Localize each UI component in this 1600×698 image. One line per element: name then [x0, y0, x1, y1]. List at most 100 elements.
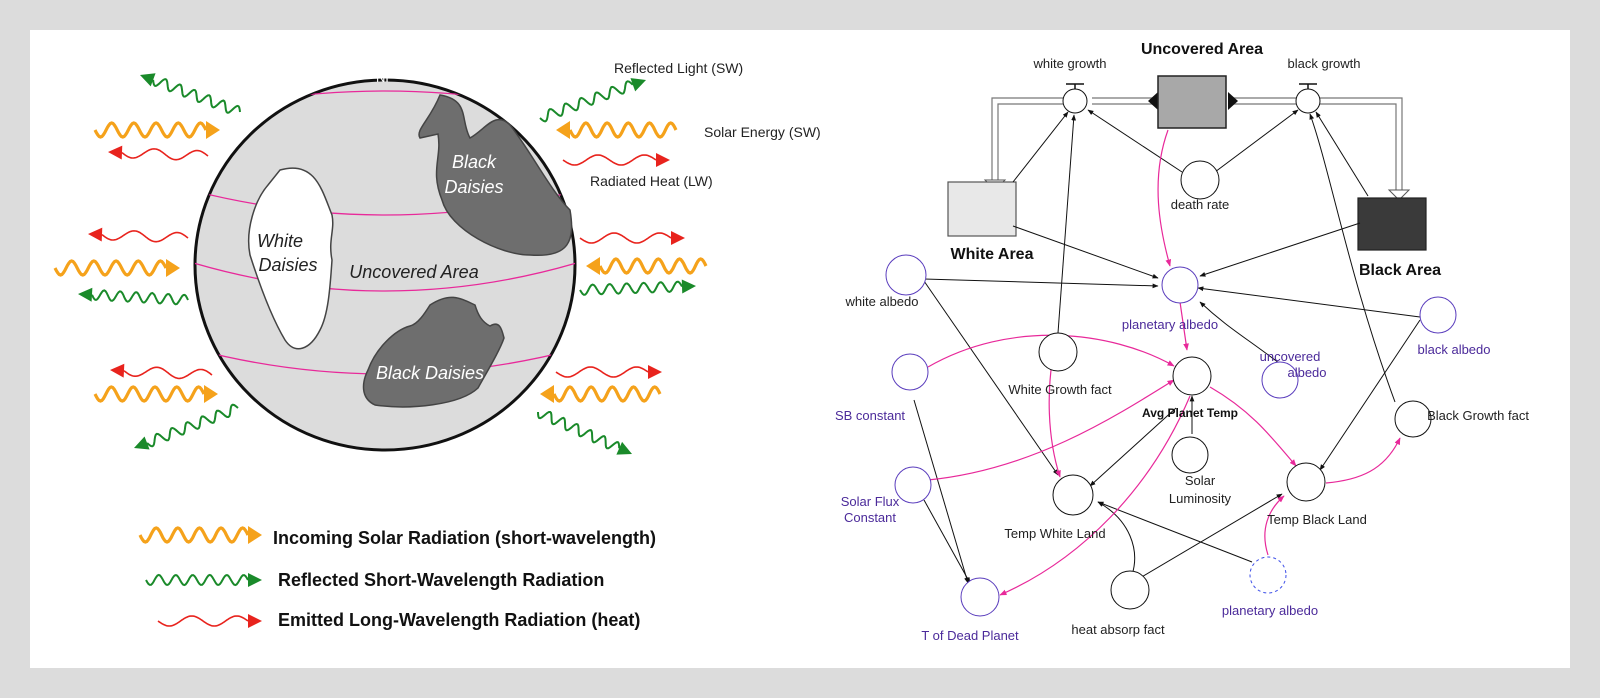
uncovered-area-label: Uncovered Area: [349, 262, 478, 282]
planetary-albedo-label: planetary albedo: [1122, 317, 1218, 332]
white-growth-label: white growth: [1033, 56, 1107, 71]
left-emitted-1-arrowhead: [108, 145, 123, 160]
right-emitted-2-arrowhead: [671, 231, 685, 245]
black-growth-fact-label: Black Growth fact: [1427, 408, 1529, 423]
right-reflected-2-wave: [579, 280, 683, 296]
legend-emitted-label: Emitted Long-Wavelength Radiation (heat): [278, 610, 640, 630]
black-daisies-top-label-1: Black: [452, 152, 497, 172]
valve-arrow-left: [1148, 92, 1158, 110]
radiation-arrows: [53, 73, 708, 455]
black-area-label: Black Area: [1359, 262, 1441, 279]
legend-incoming-arrowhead: [248, 526, 262, 544]
left-emitted-2-arrowhead: [88, 227, 103, 242]
death-rate-aux: [1180, 160, 1220, 200]
sb-constant-aux: [891, 353, 929, 391]
uncovered-area-stock: [1157, 75, 1227, 129]
black-area-stock: [1357, 197, 1427, 251]
solar-flux-aux: [894, 466, 932, 504]
legend-reflected-label: Reflected Short-Wavelength Radiation: [278, 570, 604, 590]
planetary-albedo-ghost-label: planetary albedo: [1222, 603, 1318, 618]
right-reflected-1-wave: [539, 80, 634, 123]
left-reflected-3-arrowhead: [134, 436, 150, 450]
legend-arrows: [138, 526, 262, 628]
right-emitted-1-wave: [562, 154, 657, 166]
t-dead-planet-aux: [960, 577, 1000, 617]
legend-reflected-arrowhead: [248, 573, 262, 587]
left-incoming-3-wave: [93, 385, 206, 403]
temp-white-land-label: Temp White Land: [1004, 526, 1105, 541]
black-growth-valve: [1295, 88, 1321, 114]
right-incoming-2-wave: [598, 257, 708, 275]
white-area-label: White Area: [951, 246, 1034, 263]
daisyworld-globe: NP Black Daisies White Daisies Uncovered…: [193, 70, 577, 452]
white-daisies-label-1: White: [257, 231, 303, 251]
black-daisies-bottom: [362, 296, 505, 408]
black-daisies-top: [418, 94, 573, 257]
black-daisies-bottom-label: Black Daisies: [376, 363, 484, 383]
left-emitted-1-wave: [121, 148, 209, 161]
temp-white-land-aux: [1052, 474, 1094, 516]
radiated-heat-label: Radiated Heat (LW): [590, 173, 713, 189]
right-emitted-3-wave: [555, 366, 649, 378]
reflected-light-label: Reflected Light (SW): [614, 60, 743, 76]
white-daisies-label-2: Daisies: [258, 255, 317, 275]
stock-flow-model: white growth Uncovered Area black growth…: [835, 41, 1529, 643]
legend-emitted-arrowhead: [248, 614, 262, 628]
solar-luminosity-aux: [1171, 436, 1209, 474]
uncovered-albedo-label-1: uncovered: [1260, 349, 1321, 364]
white-daisies: [248, 167, 334, 350]
white-albedo-label: white albedo: [845, 294, 919, 309]
right-reflected-3-arrowhead: [616, 441, 632, 455]
right-emitted-1-arrowhead: [656, 153, 670, 167]
left-incoming-1-arrowhead: [206, 121, 220, 139]
white-growth-valve: [1062, 88, 1088, 114]
left-reflected-1-wave: [152, 78, 241, 114]
left-reflected-2-wave: [91, 289, 189, 306]
planetary-albedo-ghost-aux: [1249, 556, 1287, 594]
flow-pipes: [991, 97, 1403, 190]
right-incoming-1-wave: [568, 121, 678, 139]
left-incoming-1-wave: [93, 121, 208, 139]
temp-black-land-aux: [1286, 462, 1326, 502]
white-growth-fact-aux: [1038, 332, 1078, 372]
solar-flux-label-1: Solar Flux: [841, 494, 900, 509]
heat-absorp-fact-label: heat absorp fact: [1071, 622, 1165, 637]
left-reflected-3-wave: [146, 403, 239, 448]
left-reflected-2-arrowhead: [78, 287, 93, 302]
left-incoming-2-arrowhead: [166, 259, 180, 277]
black-flow-arrow: [1387, 189, 1411, 201]
figure-panel: NP Black Daisies White Daisies Uncovered…: [30, 30, 1570, 668]
right-incoming-1-arrowhead: [556, 121, 570, 139]
solar-luminosity-label-2: Luminosity: [1169, 491, 1232, 506]
black-albedo-aux: [1419, 296, 1457, 334]
white-growth-valve-handle: [1066, 83, 1084, 89]
right-reflected-2-arrowhead: [681, 279, 696, 294]
death-rate-label: death rate: [1171, 197, 1230, 212]
heat-absorp-fact-aux: [1110, 570, 1150, 610]
left-incoming-3-arrowhead: [204, 385, 218, 403]
temp-black-land-label: Temp Black Land: [1267, 512, 1367, 527]
uncovered-albedo-label-2: albedo: [1287, 365, 1326, 380]
white-area-stock: [947, 181, 1017, 237]
legend-reflected-wave: [145, 573, 249, 587]
left-reflected-1-arrowhead: [140, 73, 156, 87]
left-incoming-2-wave: [53, 259, 168, 277]
legend-incoming-label: Incoming Solar Radiation (short-waveleng…: [273, 528, 656, 548]
solar-luminosity-label-1: Solar: [1185, 473, 1216, 488]
legend-incoming-wave: [138, 526, 250, 544]
left-emitted-3-arrowhead: [110, 363, 125, 378]
right-incoming-3-wave: [552, 385, 662, 403]
black-growth-fact-aux: [1394, 400, 1432, 438]
right-emitted-2-wave: [579, 232, 672, 244]
black-growth-label: black growth: [1288, 56, 1361, 71]
avg-planet-temp-label: Avg Planet Temp: [1142, 406, 1238, 420]
sb-constant-label: SB constant: [835, 408, 905, 423]
uncovered-albedo-aux: [1261, 361, 1299, 399]
left-emitted-3-wave: [123, 366, 213, 380]
valve-arrow-right: [1228, 92, 1238, 110]
right-incoming-3-arrowhead: [540, 385, 554, 403]
left-emitted-2-wave: [101, 230, 189, 243]
black-albedo-label: black albedo: [1418, 342, 1491, 357]
uncovered-area-stock-label: Uncovered Area: [1141, 41, 1263, 58]
black-daisies-top-label-2: Daisies: [444, 177, 503, 197]
